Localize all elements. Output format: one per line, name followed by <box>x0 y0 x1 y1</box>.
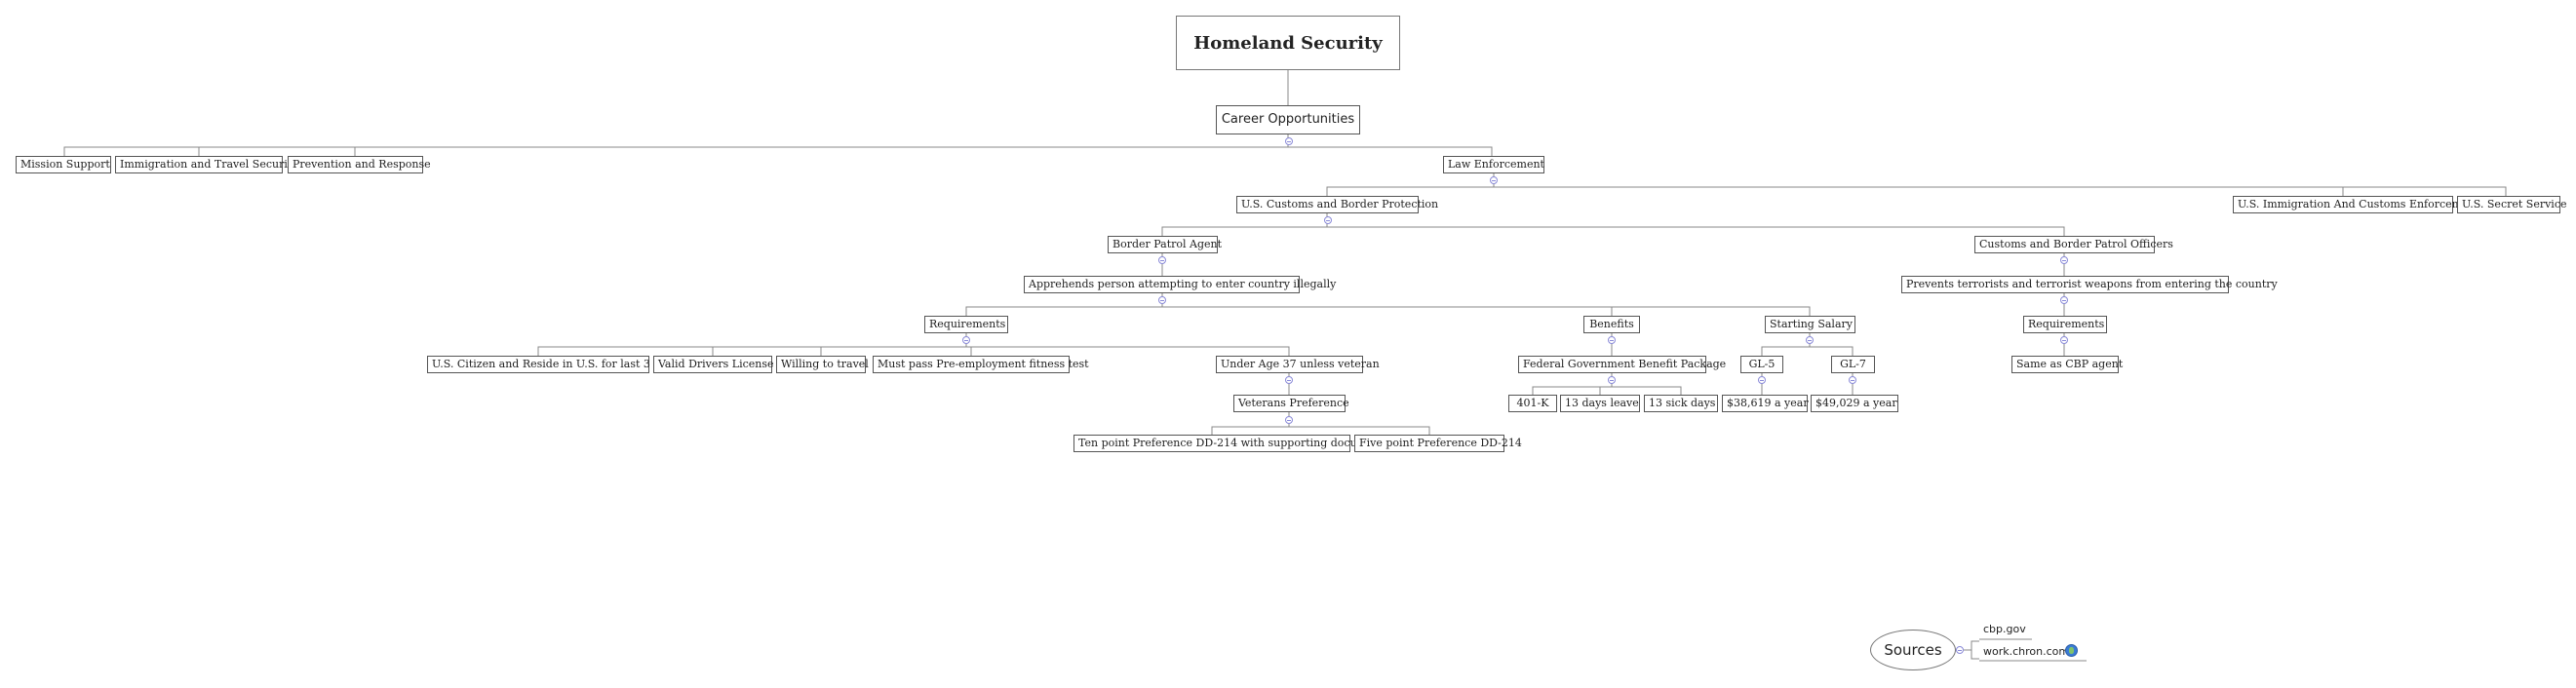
same-as-cbp-node[interactable]: Same as CBP agent <box>2011 356 2123 373</box>
connector-line <box>1761 346 1854 356</box>
collapse-icon[interactable] <box>1608 376 1616 384</box>
connector-line <box>965 306 1811 316</box>
benefit-package-node[interactable]: Federal Government Benefit Package <box>1518 356 1726 373</box>
collapse-icon[interactable] <box>1849 376 1856 384</box>
connector-line <box>1211 426 1430 435</box>
connector-line <box>63 146 1493 156</box>
collapse-icon[interactable] <box>1490 176 1498 184</box>
collapse-icon[interactable] <box>1758 376 1766 384</box>
collapse-icon[interactable] <box>1608 336 1616 344</box>
connector-line <box>1532 386 1682 395</box>
benefit-leave-node[interactable]: 13 days leave <box>1560 395 1640 412</box>
ice-node[interactable]: U.S. Immigration And Customs Enforcement <box>2233 196 2479 213</box>
agent-requirements-node[interactable]: Requirements <box>924 316 1008 333</box>
career-opportunities-node[interactable]: Career Opportunities <box>1216 105 1360 134</box>
veterans-preference-node[interactable]: Veterans Preference <box>1233 395 1349 412</box>
source-cbp-gov[interactable]: cbp.gov <box>1983 623 2026 635</box>
gl5-node[interactable]: GL-5 <box>1740 356 1783 373</box>
requirement-fitness-node[interactable]: Must pass Pre-employment fitness test <box>873 356 1089 373</box>
source-work-chron[interactable]: work.chron.com <box>1983 645 2070 658</box>
agent-benefits-node[interactable]: Benefits <box>1583 316 1640 333</box>
officer-duty-node[interactable]: Prevents terrorists and terrorist weapon… <box>1901 276 2278 293</box>
connector-line <box>1326 186 2507 196</box>
collapse-icon[interactable] <box>1806 336 1814 344</box>
sources-node[interactable]: Sources <box>1870 630 1956 670</box>
collapse-icon[interactable] <box>2060 296 2068 304</box>
officer-requirements-node[interactable]: Requirements <box>2023 316 2107 333</box>
gl5-salary-node[interactable]: $38,619 a year <box>1722 395 1809 412</box>
requirement-license-node[interactable]: Valid Drivers License <box>653 356 774 373</box>
connector-line <box>1161 226 2065 236</box>
collapse-icon[interactable] <box>2060 256 2068 264</box>
collapse-icon[interactable] <box>962 336 970 344</box>
connector-line <box>1971 640 1979 660</box>
root-node[interactable]: Homeland Security <box>1176 16 1400 70</box>
collapse-icon[interactable] <box>1285 376 1293 384</box>
agent-duty-node[interactable]: Apprehends person attempting to enter co… <box>1024 276 1336 293</box>
immigration-travel-security-node[interactable]: Immigration and Travel Security <box>115 156 298 173</box>
cbp-node[interactable]: U.S. Customs and Border Protection <box>1236 196 1438 213</box>
requirement-travel-node[interactable]: Willing to travel <box>776 356 869 373</box>
collapse-icon[interactable] <box>1956 646 1964 654</box>
five-point-preference-node[interactable]: Five point Preference DD-214 <box>1354 435 1522 452</box>
border-patrol-agent-node[interactable]: Border Patrol Agent <box>1108 236 1222 253</box>
collapse-icon[interactable] <box>2060 336 2068 344</box>
gl7-salary-node[interactable]: $49,029 a year <box>1811 395 1898 412</box>
collapse-icon[interactable] <box>1285 137 1293 145</box>
requirement-age-node[interactable]: Under Age 37 unless veteran <box>1216 356 1380 373</box>
benefit-401k-node[interactable]: 401-K <box>1508 395 1557 412</box>
collapse-icon[interactable] <box>1158 296 1166 304</box>
gl7-node[interactable]: GL-7 <box>1831 356 1875 373</box>
starting-salary-node[interactable]: Starting Salary <box>1765 316 1855 333</box>
mission-support-node[interactable]: Mission Support <box>16 156 111 173</box>
requirement-citizen-node[interactable]: U.S. Citizen and Reside in U.S. for last… <box>427 356 683 373</box>
cbp-officers-node[interactable]: Customs and Border Patrol Officers <box>1974 236 2173 253</box>
collapse-icon[interactable] <box>1324 216 1332 224</box>
connector-line <box>537 346 1290 356</box>
collapse-icon[interactable] <box>1285 416 1293 424</box>
collapse-icon[interactable] <box>1158 256 1166 264</box>
globe-icon[interactable] <box>2065 644 2078 657</box>
prevention-response-node[interactable]: Prevention and Response <box>288 156 431 173</box>
law-enforcement-node[interactable]: Law Enforcement <box>1443 156 1544 173</box>
secret-service-node[interactable]: U.S. Secret Service <box>2457 196 2567 213</box>
benefit-sick-node[interactable]: 13 sick days <box>1644 395 1718 412</box>
ten-point-preference-node[interactable]: Ten point Preference DD-214 with support… <box>1073 435 1390 452</box>
